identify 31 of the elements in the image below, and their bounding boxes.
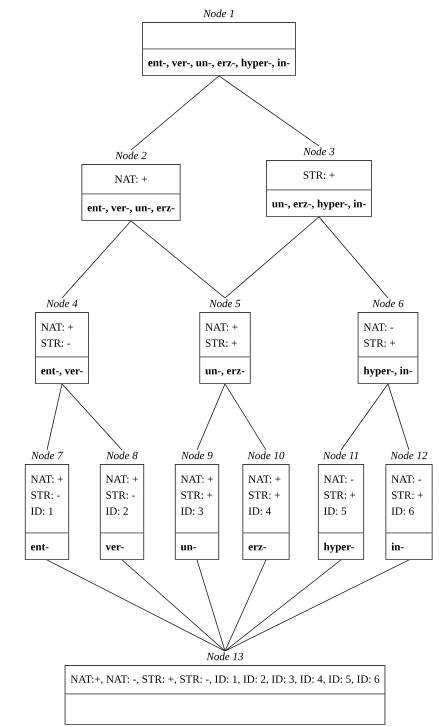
connector-line: [218, 76, 320, 146]
connector-line: [130, 76, 220, 150]
record-box: Node 8 NAT: + STR: - ID: 2 ver-: [100, 451, 144, 560]
connector-line: [46, 384, 62, 450]
record-box: Node 7 NAT: + STR: - ID: 1 ent-: [24, 451, 70, 560]
record-box: Node 2 NAT: + ent-, ver-, un-, erz-: [81, 151, 181, 221]
connector-line: [224, 560, 342, 652]
connector-line: [62, 220, 132, 298]
connector-line: [224, 216, 320, 298]
record-box: Node 9 NAT: + STR: + ID: 3 un-: [174, 451, 220, 560]
connector-line: [318, 216, 388, 298]
record-box: Node 10 NAT: + STR: + ID: 4 erz-: [242, 451, 290, 560]
connector-line: [196, 560, 226, 652]
connector-line: [224, 560, 410, 652]
connector-line: [224, 384, 266, 450]
connector-line: [340, 384, 388, 450]
connector-line: [224, 560, 266, 652]
record-box: Node 11 NAT: - STR: + ID: 5 hyper-: [318, 451, 364, 560]
connector-line: [46, 560, 226, 652]
record-box: Node 12 NAT: - STR: + ID: 6 in-: [385, 451, 433, 560]
record-box: Node 5 NAT: + STR: + un-, erz-: [199, 299, 251, 384]
record-box: Node 1 ent-, ver-, un-, erz-, hyper-, in-: [142, 9, 296, 76]
record-box: Node 6 NAT: - STR: + hyper-, in-: [357, 299, 419, 384]
record-box: Node 3 STR: + un-, erz-, hyper-, in-: [266, 147, 372, 217]
connector-line: [130, 220, 226, 298]
connector-line: [62, 384, 122, 450]
record-box: Node 13 NAT:+, NAT: -, STR: +, STR: -, ID: 1, ID: 2, ID: 3, ID: 4, ID: 5, ID: 6: [64, 652, 386, 725]
connector-line: [122, 560, 226, 652]
record-box: Node 4 NAT: + STR: - ent-, ver-: [34, 299, 90, 384]
connector-line: [388, 384, 410, 450]
connector-line: [196, 384, 226, 450]
